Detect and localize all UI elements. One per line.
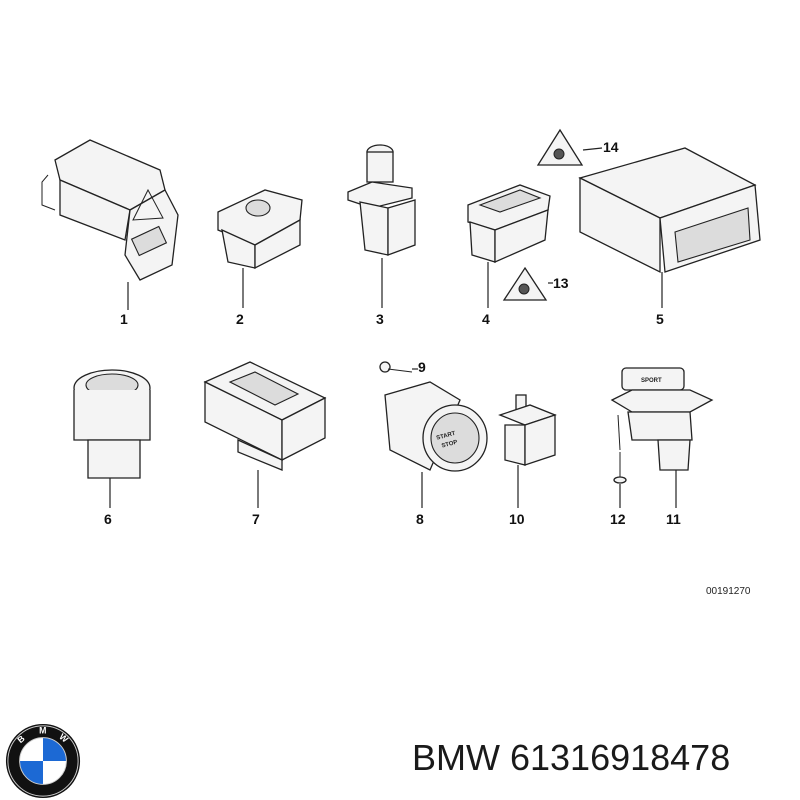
part-4-switch: 4 — [467, 184, 551, 327]
part-label-13: 13 — [553, 275, 569, 291]
brand-part-number: BMW 61316918478 — [412, 737, 731, 778]
part-5-module: 5 — [578, 147, 761, 327]
part-label-7: 7 — [252, 511, 260, 527]
part-label-11: 11 — [666, 511, 681, 527]
part-3-push-switch: 3 — [347, 144, 416, 327]
part-14-warning-label: 14 — [536, 128, 619, 166]
part-label-5: 5 — [656, 311, 664, 327]
part-label-9: 9 — [418, 359, 426, 375]
part-label-1: 1 — [120, 311, 128, 327]
part-label-3: 3 — [376, 311, 384, 327]
part-10-small-switch: 10 — [498, 394, 557, 527]
part-12-screw: 12 — [610, 414, 627, 527]
part-label-10: 10 — [509, 511, 525, 527]
part-6-round-switch: 6 — [73, 369, 151, 527]
sport-text: SPORT — [641, 378, 662, 384]
part-1-hazard-switch: 1 — [41, 139, 179, 327]
bmw-logo: B M W — [5, 723, 81, 799]
part-9-screw: 9 — [379, 359, 426, 375]
logo-letter-b: B — [15, 733, 26, 745]
part-2-switch: 2 — [217, 189, 303, 327]
part-label-4: 4 — [482, 311, 490, 327]
part-11-sport-switch: SPORT 11 — [610, 367, 714, 527]
part-7-switch: 7 — [203, 361, 327, 527]
part-label-2: 2 — [236, 311, 244, 327]
part-label-6: 6 — [104, 511, 112, 527]
part-label-8: 8 — [416, 511, 424, 527]
logo-letter-m: M — [39, 726, 46, 736]
start-text: START — [436, 431, 457, 442]
diagram-id-code: 00191270 — [706, 586, 751, 597]
part-8-start-stop-button: START STOP 8 — [384, 381, 488, 527]
stop-text: STOP — [441, 440, 458, 450]
part-13-warning-label: 13 — [502, 266, 569, 301]
part-label-14: 14 — [603, 139, 619, 155]
part-label-12: 12 — [610, 511, 626, 527]
